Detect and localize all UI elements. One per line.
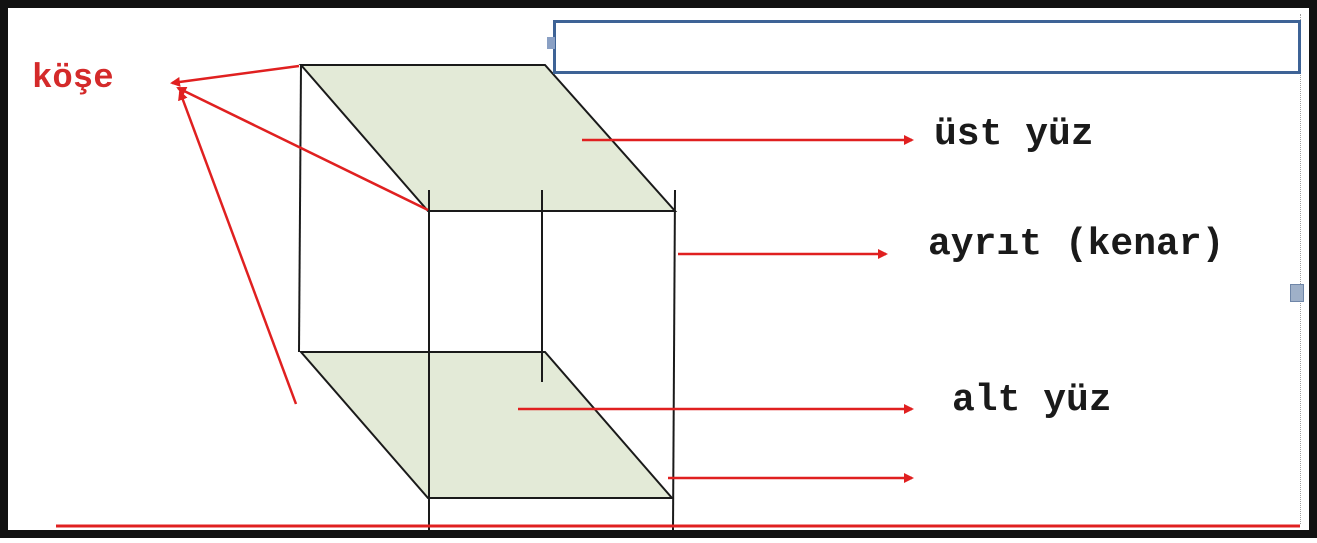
bottom-face-label: alt yüz <box>952 379 1112 422</box>
edge-front-right <box>672 189 676 531</box>
resize-handle[interactable] <box>1290 284 1304 302</box>
selection-dotted-edge <box>1300 14 1301 524</box>
edge-back-left <box>298 64 302 353</box>
edge-label: ayrıt (kenar) <box>928 223 1225 266</box>
arrow-corner-3 <box>178 90 298 405</box>
text-box-handle[interactable] <box>547 37 555 49</box>
top-face-label: üst yüz <box>934 113 1094 156</box>
arrow-corner-1 <box>170 64 300 87</box>
bottom-face <box>298 351 675 499</box>
arrow-corner-2 <box>176 86 429 212</box>
corner-label: köşe <box>32 60 114 98</box>
empty-text-box[interactable] <box>553 20 1301 74</box>
top-face <box>298 64 678 212</box>
